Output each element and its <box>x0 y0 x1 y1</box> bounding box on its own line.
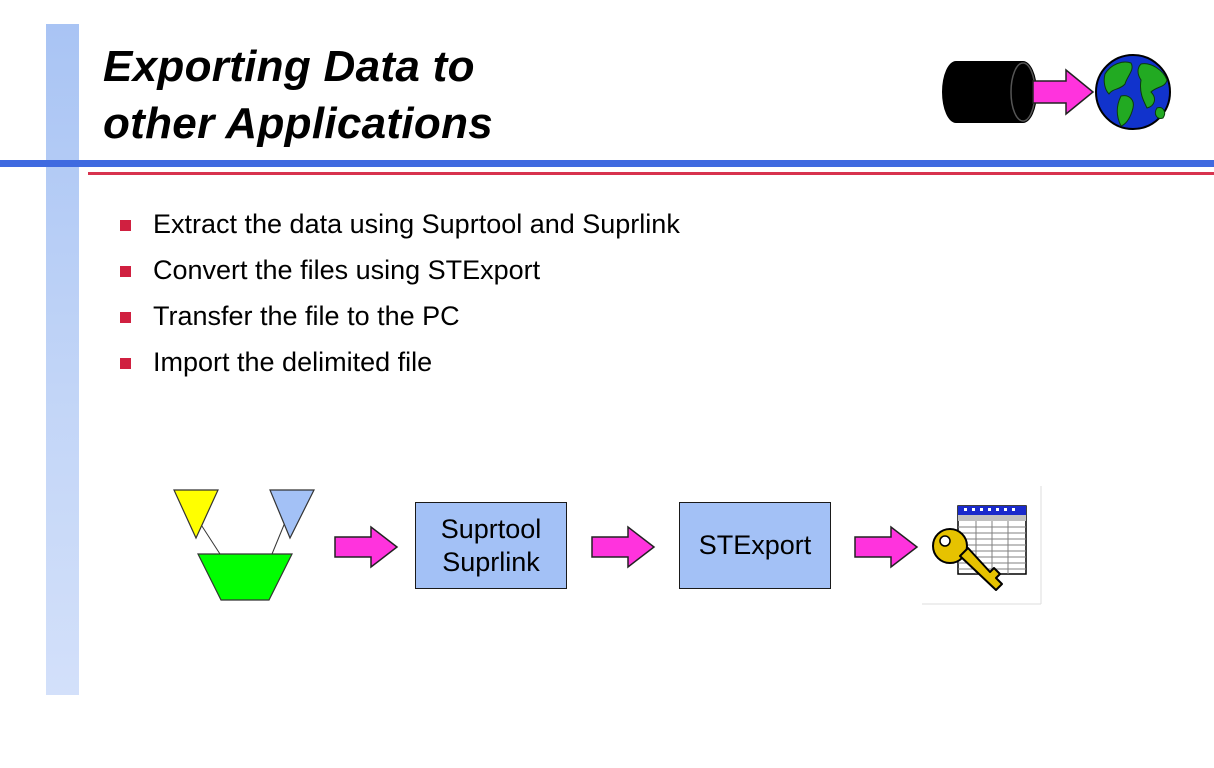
merge-funnel-icon <box>173 489 315 601</box>
bullet-item: Convert the files using STExport <box>118 248 680 294</box>
title-line-2: other Applications <box>103 99 494 148</box>
bullet-text: Extract the data using Suprtool and Supr… <box>153 209 680 239</box>
export-graphic <box>942 54 1171 130</box>
key-spreadsheet-icon <box>922 486 1042 605</box>
disk-cylinder-icon <box>942 61 1037 123</box>
bullet-item: Extract the data using Suprtool and Supr… <box>118 202 680 248</box>
bullet-item: Import the delimited file <box>118 340 680 386</box>
arrow-icon <box>1032 68 1095 116</box>
key-icon <box>932 528 1003 591</box>
side-accent-bar <box>46 24 79 695</box>
box-label-suprtool: Suprtool <box>440 513 542 544</box>
globe-icon <box>1095 54 1171 130</box>
bullet-text: Import the delimited file <box>153 347 433 377</box>
flow-arrow-3 <box>854 525 919 569</box>
suprtool-suprlink-box: Suprtool Suprlink <box>415 502 567 589</box>
box-label-stexport: STExport <box>698 530 812 560</box>
bullet-text: Transfer the file to the PC <box>153 301 460 331</box>
header-rule-red <box>88 172 1214 175</box>
title-line-1: Exporting Data to <box>103 42 475 91</box>
slide-title: Exporting Data to other Applications <box>103 38 493 152</box>
header-rule-blue <box>0 160 1214 167</box>
bullet-square-icon <box>120 266 131 277</box>
bullet-square-icon <box>120 312 131 323</box>
stexport-box: STExport <box>679 502 831 589</box>
spreadsheet-icon <box>957 505 1027 575</box>
flow-arrow-2 <box>591 525 656 569</box>
bullet-item: Transfer the file to the PC <box>118 294 680 340</box>
bullet-text: Convert the files using STExport <box>153 255 541 285</box>
bullet-list: Extract the data using Suprtool and Supr… <box>118 202 680 386</box>
box-label-suprlink: Suprlink <box>442 546 540 577</box>
bullet-square-icon <box>120 358 131 369</box>
bullet-square-icon <box>120 220 131 231</box>
flow-arrow-1 <box>334 525 399 569</box>
